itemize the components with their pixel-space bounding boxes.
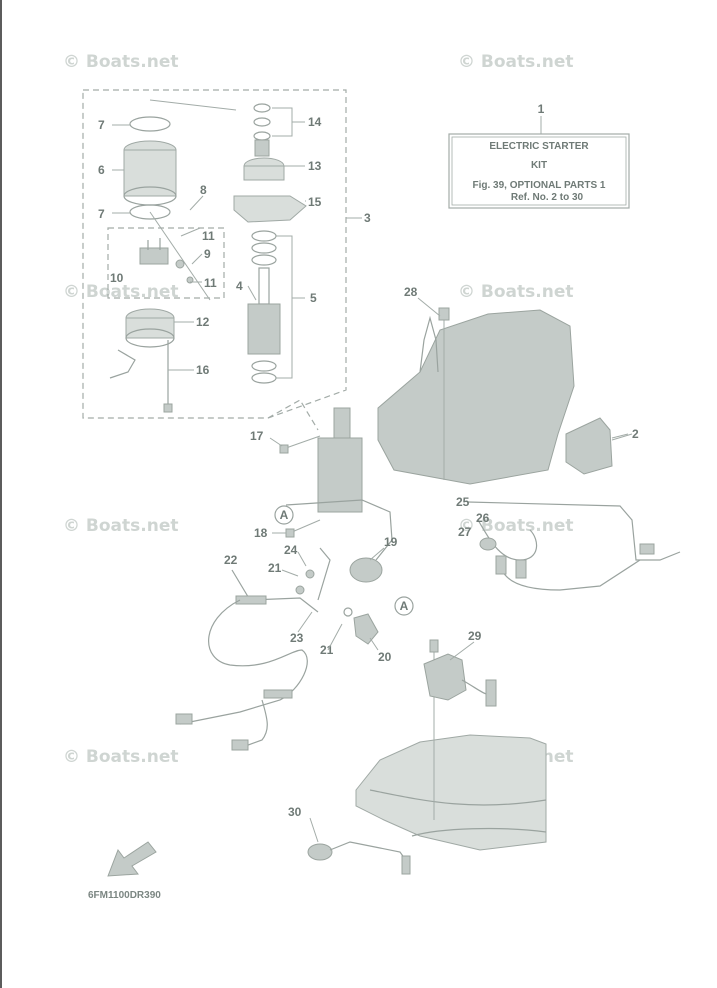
diagram-code: 6FM1100DR390 [88, 890, 161, 901]
callout-10: 10 [110, 271, 124, 285]
starter-assembly-boundary [82, 89, 347, 419]
callout-30: 30 [288, 805, 302, 819]
starter-motor [267, 399, 363, 538]
armature-stack [233, 103, 307, 384]
callout-2: 2 [632, 427, 639, 441]
callout-24: 24 [284, 543, 298, 557]
callout-5: 5 [310, 291, 317, 305]
watermark: © Boats.net [458, 516, 574, 536]
callout-13: 13 [308, 159, 322, 173]
left-border [0, 0, 2, 988]
callout-6: 6 [98, 163, 105, 177]
callout-26: 26 [476, 511, 490, 525]
callout-29: 29 [468, 629, 482, 643]
title-line-4: Ref. No. 2 to 30 [511, 192, 584, 203]
forward-arrow-icon [107, 841, 157, 877]
callout-4: 4 [236, 279, 243, 293]
callout-17: 17 [250, 429, 264, 443]
end-bracket [109, 308, 175, 413]
callout-15: 15 [308, 195, 322, 209]
watermark: © Boats.net [63, 282, 179, 302]
leader-lines-lower [269, 297, 633, 661]
wiring-harness [175, 499, 393, 751]
key-switch-harness [467, 501, 681, 591]
neutral-switch [423, 639, 497, 707]
title-line-1: ELECTRIC STARTER [489, 141, 589, 152]
engine-block [377, 307, 629, 485]
callout-25: 25 [456, 495, 470, 509]
callout-12: 12 [196, 315, 210, 329]
leader-lines [112, 107, 362, 379]
ref-marker-label: A [280, 508, 289, 522]
callout-14: 14 [308, 115, 322, 129]
sub-assembly-boundary [107, 227, 225, 299]
callout-8: 8 [200, 183, 207, 197]
callout-11: 11 [202, 229, 215, 243]
callout-22: 22 [224, 553, 238, 567]
callout-23: 23 [290, 631, 304, 645]
bracket-wire [307, 817, 411, 875]
watermark: © Boats.net [63, 52, 179, 72]
ref-marker-a: A [394, 596, 414, 616]
callout-27: 27 [458, 525, 472, 539]
callout-11b: 11 [204, 276, 217, 290]
callout-18: 18 [254, 526, 268, 540]
title-line-3: Fig. 39, OPTIONAL PARTS 1 [473, 180, 606, 191]
watermark: © Boats.net [63, 747, 179, 767]
brush-holder [139, 238, 194, 284]
watermark: © Boats.net [63, 516, 179, 536]
callout-20: 20 [378, 650, 392, 664]
watermark: © Boats.net [458, 282, 574, 302]
callout-21: 21 [268, 561, 282, 575]
ref-marker-label: A [400, 599, 409, 613]
callout-7: 7 [98, 118, 105, 132]
callout-1: 1 [538, 102, 545, 116]
ref-marker-a: A [274, 505, 294, 525]
watermark: © Boats.net [458, 52, 574, 72]
callout-21b: 21 [320, 643, 334, 657]
title-box: ELECTRIC STARTER KIT Fig. 39, OPTIONAL P… [448, 116, 630, 209]
callouts: 1 2 3 4 5 6 7 7 8 9 10 11 11 12 13 14 15… [98, 102, 639, 819]
callout-19: 19 [384, 535, 398, 549]
callout-16: 16 [196, 363, 210, 377]
callout-3: 3 [364, 211, 371, 225]
callout-28: 28 [404, 285, 418, 299]
callout-7b: 7 [98, 207, 105, 221]
callout-9: 9 [204, 247, 211, 261]
title-line-2: KIT [531, 160, 547, 171]
starter-yoke-parts [123, 99, 237, 301]
